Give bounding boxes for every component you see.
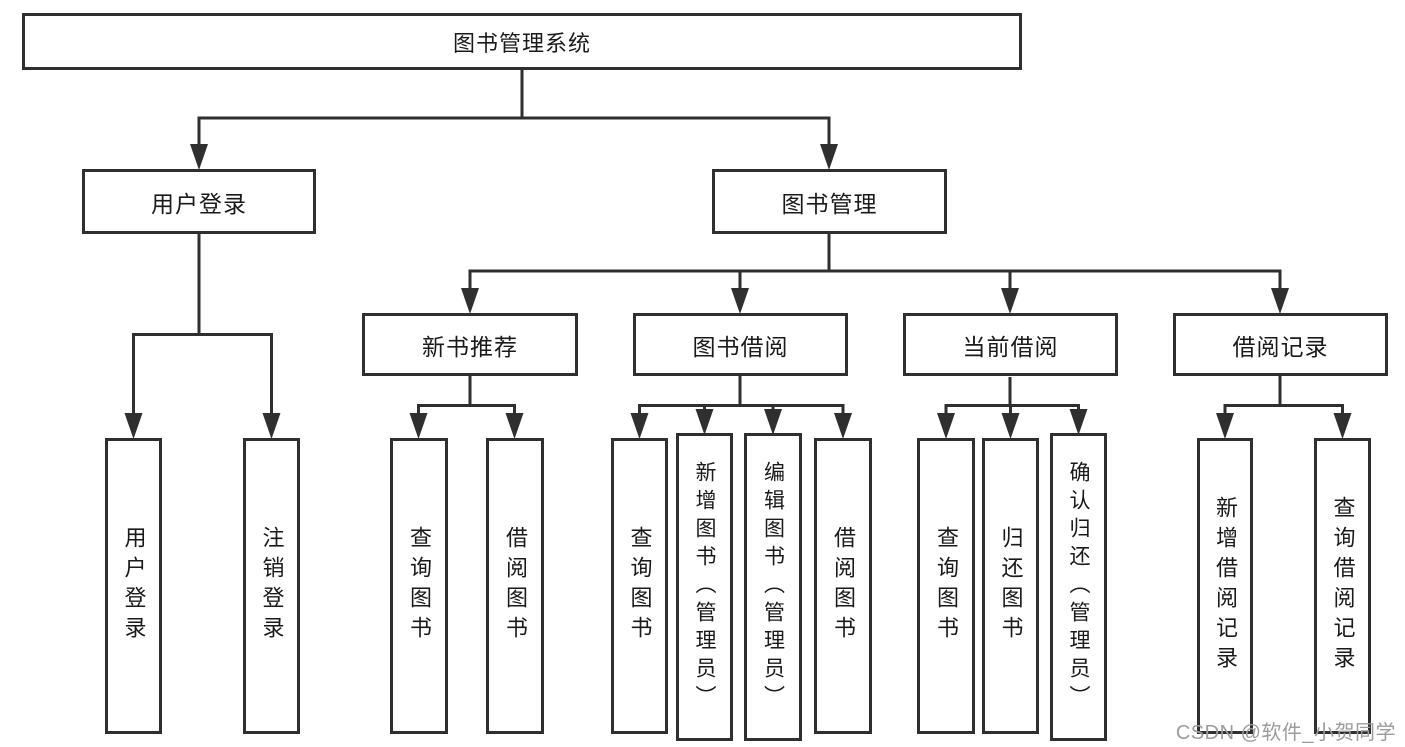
arrow-icon	[409, 413, 428, 439]
connector-recommend-to-leaves	[417, 376, 516, 419]
arrow-icon	[764, 409, 782, 435]
leaf-borrowing-query-books-label: 查询图书	[627, 526, 653, 646]
csdn-watermark: CSDN @软件_小贺同学	[1175, 722, 1396, 744]
node-current-borrowing: 当前借阅	[903, 313, 1118, 376]
leaf-confirm-return-admin: 确认归还（管理员）	[1050, 433, 1107, 741]
connector-bookmgmt-to-level3	[468, 234, 1282, 294]
arrow-icon	[820, 144, 838, 170]
arrow-icon	[1001, 413, 1020, 439]
arrow-icon	[1069, 409, 1088, 435]
node-root-system: 图书管理系统	[22, 13, 1022, 70]
leaf-return-books-label: 归还图书	[998, 526, 1024, 646]
node-user-login-label: 用户登录	[151, 190, 247, 217]
connector-root-to-level2	[197, 70, 831, 150]
leaf-current-query-books: 查询图书	[917, 438, 975, 734]
leaf-borrowing-borrow-books: 借阅图书	[814, 438, 872, 734]
leaf-edit-books-admin-label: 编辑图书（管理员）	[761, 461, 785, 713]
leaf-query-borrow-record-label: 查询借阅记录	[1330, 496, 1356, 676]
leaf-recommend-query-books: 查询图书	[390, 438, 448, 734]
leaf-borrowing-borrow-books-label: 借阅图书	[831, 526, 856, 646]
node-user-login: 用户登录	[82, 169, 316, 234]
leaf-edit-books-admin: 编辑图书（管理员）	[744, 433, 802, 741]
leaf-add-books-admin: 新增图书（管理员）	[676, 433, 733, 741]
leaf-user-login-label: 用户登录	[121, 526, 147, 646]
arrow-icon	[124, 413, 143, 439]
arrow-icon	[630, 413, 649, 439]
node-book-borrowing: 图书借阅	[633, 313, 848, 376]
connector-records-to-leaves	[1223, 376, 1344, 419]
arrow-icon	[731, 288, 749, 314]
leaf-add-borrow-record: 新增借阅记录	[1197, 438, 1253, 734]
arrow-icon	[834, 413, 852, 439]
arrow-icon	[1333, 413, 1352, 439]
leaf-query-borrow-record: 查询借阅记录	[1314, 438, 1371, 734]
arrow-icon	[1001, 288, 1019, 314]
arrow-icon	[190, 144, 208, 170]
node-new-book-recommend: 新书推荐	[362, 313, 578, 376]
node-borrowing-records: 借阅记录	[1173, 313, 1388, 376]
leaf-add-borrow-record-label: 新增借阅记录	[1213, 496, 1238, 676]
arrow-icon	[505, 413, 524, 439]
leaf-confirm-return-admin-label: 确认归还（管理员）	[1067, 461, 1090, 713]
leaf-recommend-borrow-books-label: 借阅图书	[503, 526, 528, 646]
arrow-icon	[262, 413, 281, 439]
arrow-icon	[1271, 288, 1289, 314]
leaf-logout: 注销登录	[243, 438, 300, 734]
arrow-icon	[695, 409, 714, 435]
arrow-icon	[461, 288, 479, 314]
connector-userlogin-to-leaves	[132, 234, 273, 420]
arrow-icon	[937, 413, 955, 439]
leaf-logout-label: 注销登录	[259, 526, 285, 646]
node-book-management-label: 图书管理	[781, 190, 878, 217]
leaf-current-query-books-label: 查询图书	[934, 526, 959, 646]
arrowheads	[124, 144, 1352, 439]
node-current-borrowing-label: 当前借阅	[962, 333, 1059, 360]
node-borrowing-records-label: 借阅记录	[1232, 333, 1329, 360]
node-new-book-recommend-label: 新书推荐	[422, 333, 518, 360]
leaf-recommend-query-books-label: 查询图书	[407, 526, 432, 646]
leaf-return-books: 归还图书	[982, 438, 1039, 734]
connector-borrow-to-leaves	[638, 376, 845, 419]
node-book-borrowing-label: 图书借阅	[692, 333, 789, 360]
leaf-user-login: 用户登录	[105, 438, 162, 734]
leaf-add-books-admin-label: 新增图书（管理员）	[693, 461, 716, 713]
leaf-borrowing-query-books: 查询图书	[611, 438, 668, 734]
node-book-management: 图书管理	[712, 169, 947, 234]
leaf-recommend-borrow-books: 借阅图书	[486, 438, 544, 734]
arrow-icon	[1216, 413, 1234, 439]
node-root-label: 图书管理系统	[452, 30, 591, 56]
connector-current-to-leaves	[944, 377, 1080, 419]
